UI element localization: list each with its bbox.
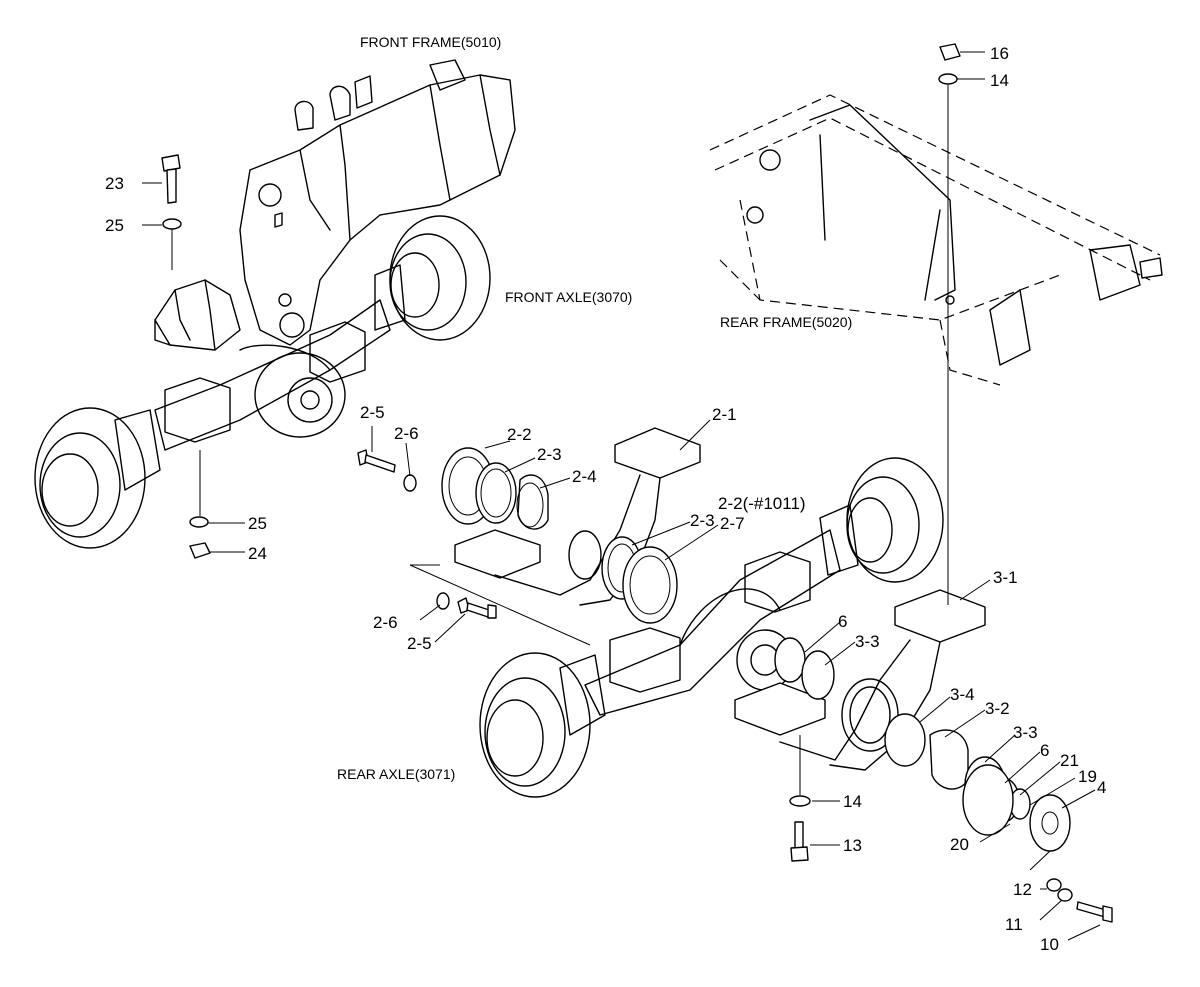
callout-25-top: 25 (105, 216, 124, 235)
front-frame-caption: FRONT FRAME(5010) (360, 34, 501, 50)
callout-14-bottom: 14 (843, 792, 862, 811)
callout-2-6-bottom: 2-6 (373, 613, 398, 632)
callout-12: 12 (1013, 880, 1032, 899)
callout-2-5-bottom: 2-5 (407, 634, 432, 653)
callout-21: 21 (1060, 751, 1079, 770)
callout-16: 16 (990, 44, 1009, 63)
callout-2-5-top: 2-5 (360, 403, 385, 422)
callout-23: 23 (105, 174, 124, 193)
callout-6-a: 6 (838, 612, 847, 631)
callout-14-top: 14 (990, 71, 1009, 90)
front-axle-drawing (34, 215, 491, 549)
front-axle-caption: FRONT AXLE(3070) (505, 289, 632, 305)
callout-2-6-top: 2-6 (394, 424, 419, 443)
leader-lines (142, 51, 1101, 941)
callout-25-bottom: 25 (248, 514, 267, 533)
callout-2-3: 2-3 (537, 445, 562, 464)
callout-3-2: 3-2 (985, 699, 1010, 718)
callout-2-2: 2-2 (507, 425, 532, 444)
callout-3-3-b: 3-3 (1013, 723, 1038, 742)
rear-frame-drawing (709, 94, 1163, 386)
callout-24: 24 (248, 544, 267, 563)
rear-frame-caption: REAR FRAME(5020) (720, 314, 852, 330)
callout-3-4: 3-4 (950, 685, 975, 704)
callout-11: 11 (1005, 915, 1023, 934)
callout-4: 4 (1097, 778, 1106, 797)
front-frame-drawing (154, 59, 516, 351)
callout-2-2-alt: 2-2(-#1011) (718, 494, 806, 513)
callout-19: 19 (1078, 767, 1097, 786)
callout-2-3-b: 2-3 (690, 511, 715, 530)
callout-20: 20 (950, 835, 969, 854)
callout-3-1: 3-1 (993, 568, 1018, 587)
bracket-3-1 (734, 589, 986, 771)
callout-2-4: 2-4 (572, 467, 597, 486)
callout-13: 13 (843, 836, 862, 855)
rear-axle-caption: REAR AXLE(3071) (337, 766, 455, 782)
callout-2-1: 2-1 (712, 405, 737, 424)
bracket-2-1 (454, 427, 701, 606)
callout-10: 10 (1040, 935, 1059, 954)
callout-3-3-a: 3-3 (855, 632, 880, 651)
callout-6-b: 6 (1040, 741, 1049, 760)
small-parts (161, 43, 1113, 923)
callout-2-7: 2-7 (720, 514, 745, 533)
